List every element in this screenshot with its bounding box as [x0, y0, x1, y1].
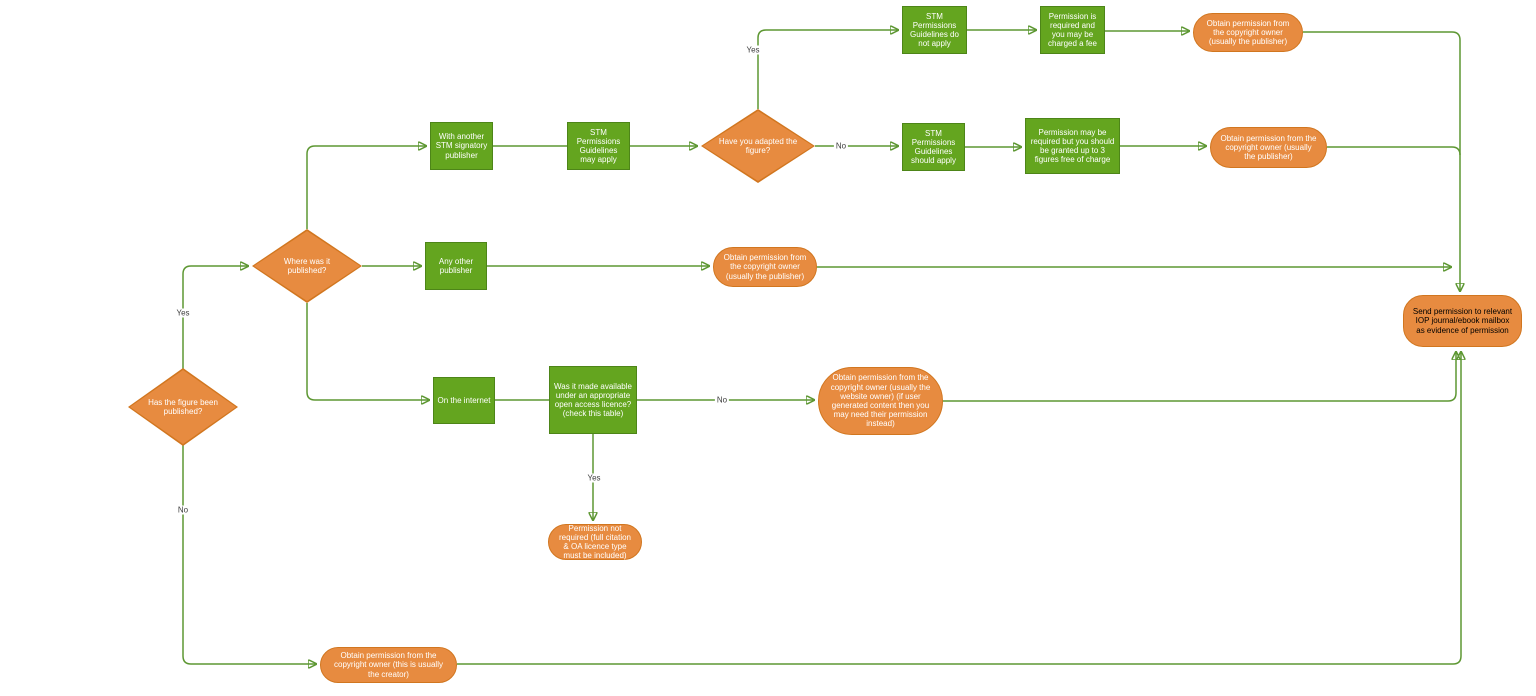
- terminal-permission-not-required: Permission not required (full citation &…: [548, 524, 642, 560]
- edge-label-open-access-no: No: [714, 395, 730, 405]
- process-permission-required-fee: Permission is required and you may be ch…: [1040, 6, 1105, 54]
- decision-have-you-adapted-figure: Have you adapted the figure?: [701, 109, 815, 183]
- process-with-another-stm-signatory-publisher: With another STM signatory publisher: [430, 122, 493, 170]
- edge-label-published-yes: Yes: [174, 308, 192, 318]
- edge-where-to-stm-signatory: [306, 146, 426, 229]
- edge-creator-to-send: [457, 352, 1461, 665]
- edge-published-yes: [182, 266, 248, 369]
- edge-label-adapted-yes: Yes: [744, 45, 762, 55]
- process-on-the-internet: On the internet: [433, 377, 495, 424]
- process-label: Permission may be required but you shoul…: [1030, 127, 1115, 165]
- terminal-label: Obtain permission from the copyright own…: [830, 373, 931, 429]
- terminal-obtain-permission-publisher-any: Obtain permission from the copyright own…: [713, 247, 817, 287]
- decision-has-figure-been-published: Has the figure been published?: [128, 368, 238, 446]
- decision-label: Has the figure been published?: [148, 397, 218, 416]
- process-stm-guidelines-do-not-apply: STM Permissions Guidelines do not apply: [902, 6, 967, 54]
- edge-published-no: [182, 445, 316, 664]
- edge-website-owner-to-send: [943, 352, 1456, 402]
- process-permission-up-to-3-figures-free: Permission may be required but you shoul…: [1025, 118, 1120, 174]
- process-label: On the internet: [437, 395, 491, 405]
- edge-label-open-access-yes: Yes: [585, 473, 603, 483]
- terminal-label: Obtain permission from the copyright own…: [1220, 133, 1317, 162]
- edge-label-adapted-no: No: [833, 141, 849, 151]
- edge-label-published-no: No: [175, 505, 191, 515]
- decision-where-was-it-published: Where was it published?: [252, 229, 362, 303]
- process-open-access-licence-question: Was it made available under an appropria…: [549, 366, 637, 434]
- terminal-obtain-permission-publisher-top: Obtain permission from the copyright own…: [1193, 13, 1303, 52]
- process-label: STM Permissions Guidelines may apply: [576, 127, 621, 165]
- terminal-label: Obtain permission from the copyright own…: [1206, 18, 1290, 47]
- decision-label: Have you adapted the figure?: [718, 136, 798, 155]
- terminal-label: Obtain permission from the copyright own…: [334, 651, 443, 679]
- edge-adapted-yes: [757, 30, 898, 109]
- edge-obtain-mid-to-trunk: [1327, 146, 1461, 156]
- edge-where-to-internet: [306, 303, 429, 400]
- process-stm-guidelines-should-apply: STM Permissions Guidelines should apply: [902, 123, 965, 171]
- process-label: Permission is required and you may be ch…: [1048, 11, 1097, 49]
- terminal-label: Obtain permission from the copyright own…: [723, 253, 807, 281]
- terminal-obtain-permission-website-owner: Obtain permission from the copyright own…: [818, 367, 943, 435]
- process-label: Was it made available under an appropria…: [554, 381, 632, 419]
- terminal-send-permission-to-iop-mailbox: Send permission to relevant IOP journal/…: [1403, 295, 1522, 347]
- process-stm-guidelines-may-apply: STM Permissions Guidelines may apply: [567, 122, 630, 170]
- process-label: STM Permissions Guidelines should apply: [911, 128, 956, 166]
- process-any-other-publisher: Any other publisher: [425, 242, 487, 290]
- terminal-label: Permission not required (full citation &…: [558, 523, 632, 561]
- terminal-obtain-permission-creator: Obtain permission from the copyright own…: [320, 647, 457, 683]
- edge-obtain-top-to-send: [1303, 31, 1460, 291]
- process-label: Any other publisher: [438, 256, 474, 275]
- process-label: STM Permissions Guidelines do not apply: [910, 11, 959, 49]
- terminal-label: Send permission to relevant IOP journal/…: [1412, 307, 1513, 335]
- process-label: With another STM signatory publisher: [435, 132, 488, 160]
- terminal-obtain-permission-publisher-mid: Obtain permission from the copyright own…: [1210, 127, 1327, 168]
- decision-label: Where was it published?: [283, 256, 331, 275]
